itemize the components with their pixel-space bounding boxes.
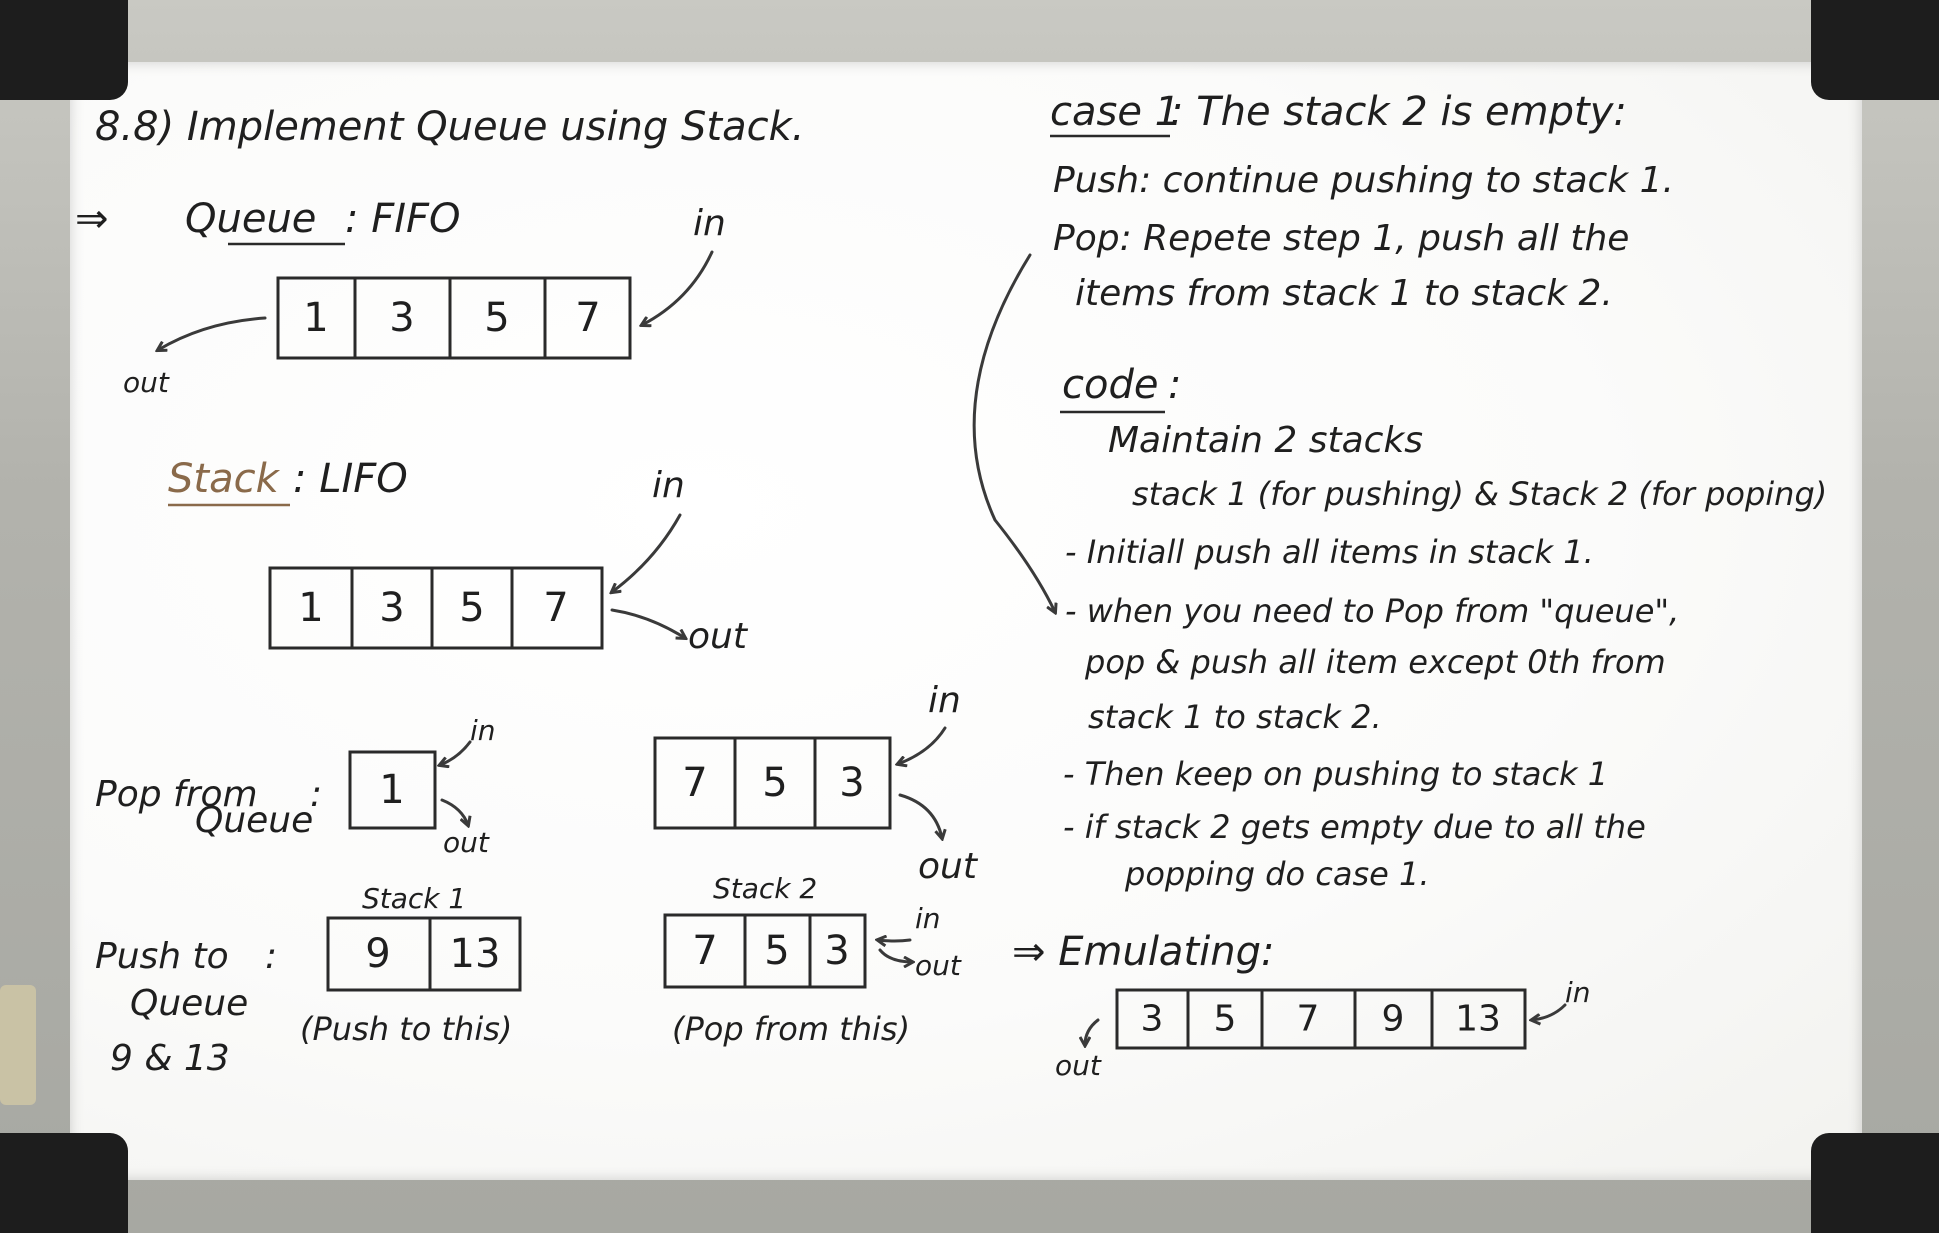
case1-heading-rest: : The stack 2 is empty: (1170, 89, 1627, 135)
push-stack2-cell: 7 (692, 928, 717, 974)
whiteboard-surface (70, 62, 1862, 1180)
stack-label: Stack (168, 456, 281, 502)
case1-pop-line1: Pop: Repete step 1, push all the (1053, 218, 1629, 259)
code-bullet1: - Initiall push all items in stack 1. (1065, 533, 1594, 571)
queue-label: Queue (185, 196, 316, 242)
emulating-in-label: in (1565, 976, 1591, 1009)
pop-label-line1: Pop from (95, 774, 258, 815)
push-stack2-array: 7 5 3 (663, 913, 867, 989)
pop-stack1-cell: 1 (379, 767, 404, 813)
case1-push-line: Push: continue pushing to stack 1. (1053, 160, 1674, 201)
pop-stack2-in-arrow (898, 726, 947, 764)
queue-in-label: in (693, 203, 726, 244)
case1-heading: case 1 (1050, 89, 1180, 135)
pop-stack2-cell: 7 (682, 760, 707, 806)
stack-cell: 1 (298, 585, 323, 631)
corner-cap-top-right (1811, 0, 1939, 100)
pop-stack2-cell: 3 (839, 760, 864, 806)
corner-cap-bottom-left (0, 1133, 128, 1233)
push-stack1-cell: 13 (450, 931, 501, 977)
push-stack1-cell: 9 (365, 931, 390, 977)
push-label-line2: Queue (130, 983, 248, 1024)
pop-stack1-out-arrow (440, 798, 468, 825)
pop-stack2-cell: 5 (762, 760, 787, 806)
stack-cell: 5 (459, 585, 484, 631)
emulating-cell: 13 (1455, 999, 1501, 1040)
code-bullet2-line2: pop & push all item except 0th from (1084, 643, 1666, 681)
queue-array: 1 3 5 7 (276, 276, 632, 360)
push-label-line3: 9 & 13 (110, 1038, 230, 1079)
emulating-out-arrow (1085, 1018, 1100, 1045)
corner-cap-bottom-right (1811, 1133, 1939, 1233)
emulating-array: 3 5 7 9 13 (1115, 988, 1527, 1050)
code-bullet2-line3: stack 1 to stack 2. (1088, 698, 1382, 736)
push-stack2-out-arrow (878, 948, 912, 962)
pop-stack2-out-arrow (898, 793, 942, 838)
stack-lifo: : LIFO (293, 456, 408, 502)
push-label-colon: : (265, 936, 277, 977)
code-heading-colon: : (1168, 362, 1181, 408)
queue-cell: 7 (575, 295, 600, 341)
queue-fifo: : FIFO (345, 196, 461, 242)
push-stack2-in-label: in (915, 902, 941, 935)
stack-in-label: in (652, 465, 685, 506)
push-label-line1: Push to (95, 936, 229, 977)
push-stack1-caption: (Push to this) (300, 1010, 512, 1048)
queue-cell: 3 (389, 295, 414, 341)
push-stack1-array: 9 13 (326, 916, 522, 992)
pop-stack1-out-label: out (443, 826, 490, 859)
pop-label-line2: Queue (195, 800, 313, 841)
case1-to-code-arrow (972, 253, 1055, 612)
code-bullet2-line1: - when you need to Pop from "queue", (1065, 592, 1679, 630)
push-stack2-cell: 5 (764, 928, 789, 974)
stack-in-arrow (612, 513, 682, 592)
code-bullet4-line1: - if stack 2 gets empty due to all the (1063, 808, 1646, 846)
case1-pop-line2: items from stack 1 to stack 2. (1075, 273, 1613, 314)
push-stack2-title: Stack 2 (713, 872, 817, 905)
push-stack1-title: Stack 1 (362, 882, 466, 915)
pop-stack1-in-label: in (470, 714, 496, 747)
corner-cap-top-left (0, 0, 128, 100)
push-stack2-cell: 3 (824, 928, 849, 974)
code-line2: stack 1 (for pushing) & Stack 2 (for pop… (1132, 475, 1827, 513)
queue-cell: 5 (484, 295, 509, 341)
stack-out-arrow (610, 608, 685, 638)
pop-stack1-array: 1 (348, 750, 437, 830)
stack-cell: 3 (379, 585, 404, 631)
pop-label-colon: : (310, 774, 322, 815)
emulating-label: ⇒ Emulating: (1012, 929, 1274, 975)
implies-arrow-queue: ⇒ (75, 196, 109, 242)
pop-stack2-out-label: out (918, 846, 979, 887)
push-stack2-out-label: out (915, 949, 962, 982)
board-hinge (0, 985, 36, 1105)
emulating-cell: 3 (1141, 999, 1164, 1040)
push-stack2-in-arrow (878, 940, 912, 941)
queue-in-arrow (642, 250, 714, 325)
emulating-cell: 9 (1382, 999, 1405, 1040)
queue-out-label: out (123, 366, 170, 399)
queue-cell: 1 (303, 295, 328, 341)
emulating-out-label: out (1055, 1049, 1102, 1082)
code-line1: Maintain 2 stacks (1108, 420, 1423, 461)
code-bullet3: - Then keep on pushing to stack 1 (1063, 755, 1608, 793)
emulating-cell: 5 (1214, 999, 1237, 1040)
stack-out-label: out (688, 616, 749, 657)
pop-stack2-in-label: in (928, 680, 961, 721)
push-stack2-caption: (Pop from this) (672, 1010, 910, 1048)
title: 8.8) Implement Queue using Stack. (95, 104, 804, 150)
emulating-cell: 7 (1297, 999, 1320, 1040)
queue-out-arrow (158, 316, 267, 350)
stack-array: 1 3 5 7 (268, 566, 604, 650)
pop-stack2-array: 7 5 3 (653, 736, 892, 830)
stack-cell: 7 (543, 585, 568, 631)
pop-stack1-in-arrow (440, 740, 472, 765)
code-bullet4-line2: popping do case 1. (1124, 855, 1430, 893)
emulating-in-arrow (1532, 1003, 1567, 1020)
code-heading: code (1062, 362, 1158, 408)
